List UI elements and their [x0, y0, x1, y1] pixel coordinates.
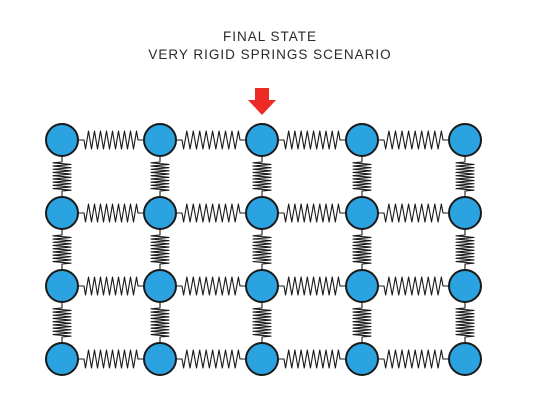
vertical-spring-r1-c2 [252, 229, 272, 270]
lattice-node-r1-c2 [245, 196, 279, 230]
vertical-spring-r2-c2 [252, 302, 272, 343]
nodes-layer [45, 123, 482, 376]
lattice-node-r1-c4 [448, 196, 482, 230]
force-arrow-down-icon [248, 88, 276, 115]
horizontal-spring-r2-c3 [378, 276, 449, 296]
horizontal-spring-r0-c1 [176, 130, 246, 150]
lattice-node-r0-c0 [45, 123, 79, 157]
lattice-node-r1-c1 [143, 196, 177, 230]
vertical-spring-r0-c1 [150, 156, 170, 197]
horizontal-spring-r3-c2 [278, 349, 346, 369]
vertical-spring-r0-c0 [52, 156, 72, 197]
vertical-spring-r2-c1 [150, 302, 170, 343]
vertical-spring-r1-c1 [150, 229, 170, 270]
lattice-node-r2-c0 [45, 269, 79, 303]
lattice-node-r0-c4 [448, 123, 482, 157]
horizontal-spring-r3-c0 [78, 349, 144, 369]
horizontal-spring-r0-c0 [78, 130, 144, 150]
springs-layer [52, 130, 475, 369]
lattice-node-r0-c2 [245, 123, 279, 157]
lattice-node-r1-c3 [345, 196, 379, 230]
vertical-spring-r2-c0 [52, 302, 72, 343]
title-line-1: FINAL STATE [222, 29, 317, 44]
vertical-spring-r2-c4 [455, 302, 475, 343]
horizontal-spring-r1-c1 [176, 203, 246, 223]
horizontal-spring-r2-c2 [278, 276, 346, 296]
horizontal-spring-r0-c3 [378, 130, 449, 150]
lattice-node-r2-c2 [245, 269, 279, 303]
lattice-node-r2-c4 [448, 269, 482, 303]
vertical-spring-r1-c0 [52, 229, 72, 270]
lattice-node-r2-c1 [143, 269, 177, 303]
lattice-node-r3-c3 [345, 342, 379, 376]
lattice-node-r3-c2 [245, 342, 279, 376]
horizontal-spring-r3-c1 [176, 349, 246, 369]
force-arrow-layer [248, 88, 276, 115]
vertical-spring-r2-c3 [352, 302, 372, 343]
horizontal-spring-r1-c0 [78, 203, 144, 223]
vertical-spring-r0-c3 [352, 156, 372, 197]
vertical-spring-r1-c3 [352, 229, 372, 270]
horizontal-spring-r1-c2 [278, 203, 346, 223]
lattice-node-r3-c4 [448, 342, 482, 376]
vertical-spring-r0-c4 [455, 156, 475, 197]
lattice-node-r3-c0 [45, 342, 79, 376]
vertical-spring-r0-c2 [252, 156, 272, 197]
lattice-node-r1-c0 [45, 196, 79, 230]
vertical-spring-r1-c4 [455, 229, 475, 270]
horizontal-spring-r3-c3 [378, 349, 449, 369]
lattice-node-r0-c1 [143, 123, 177, 157]
lattice-node-r3-c1 [143, 342, 177, 376]
horizontal-spring-r2-c0 [78, 276, 144, 296]
horizontal-spring-r2-c1 [176, 276, 246, 296]
lattice-node-r2-c3 [345, 269, 379, 303]
horizontal-spring-r1-c3 [378, 203, 449, 223]
diagram-title: FINAL STATE VERY RIGID SPRINGS SCENARIO [0, 28, 540, 64]
title-line-2: VERY RIGID SPRINGS SCENARIO [148, 47, 392, 62]
lattice-node-r0-c3 [345, 123, 379, 157]
horizontal-spring-r0-c2 [278, 130, 346, 150]
